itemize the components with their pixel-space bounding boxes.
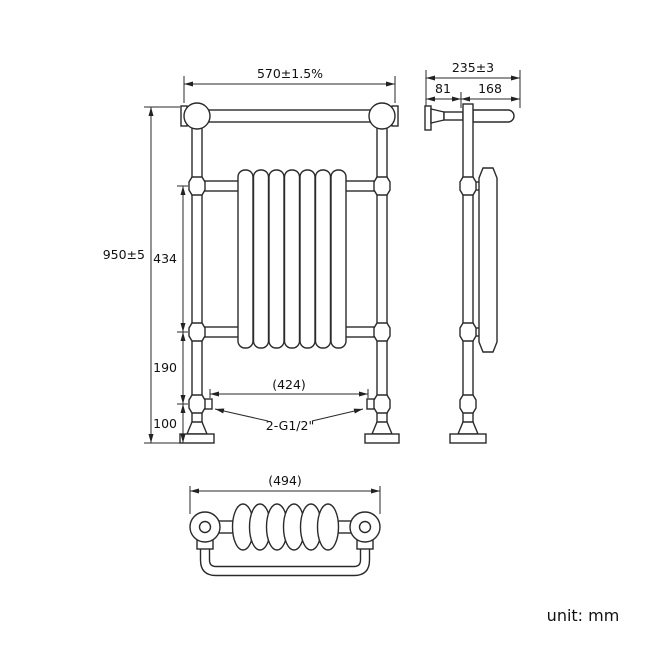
dim-depth: 235±3 <box>425 60 521 108</box>
front-view-top-rail <box>180 102 399 130</box>
front-view-collars <box>188 176 391 414</box>
side-view <box>424 103 515 444</box>
dim-top-width-label: (494) <box>268 473 302 488</box>
side-view-radiator <box>472 167 498 353</box>
top-view <box>189 503 381 577</box>
dim-depth-label: 235±3 <box>452 60 494 75</box>
side-view-top-bar <box>472 109 515 123</box>
dim-radiator-height: 434 <box>153 185 188 405</box>
front-view <box>179 102 400 444</box>
dim-valve-spacing-label: (424) <box>272 377 306 392</box>
dim-width: 570±1.5% <box>183 66 396 103</box>
top-view-towel-bar-loop <box>199 536 371 577</box>
dim-radiator-height-label: 434 <box>153 251 177 266</box>
dim-lower-section-label: 190 <box>153 360 177 375</box>
dim-width-label: 570±1.5% <box>257 66 323 81</box>
top-view-dimensions: (494) <box>189 473 381 514</box>
connection-label: 2-G1/2" <box>266 418 314 433</box>
front-view-radiator <box>201 169 378 349</box>
side-view-foot <box>449 421 487 444</box>
dim-height-label: 950±5 <box>103 247 145 262</box>
front-view-dimensions: 570±1.5% 950±5 434 190 100 (424) <box>103 66 396 444</box>
dim-valve-spacing: (424) <box>209 377 369 398</box>
side-view-collars <box>459 176 477 414</box>
top-view-radiator-coil <box>231 503 340 551</box>
dim-wall-to-post: 81 <box>426 81 462 108</box>
dim-post-to-front: 168 <box>461 81 520 102</box>
side-view-post <box>462 103 474 433</box>
front-view-feet <box>179 421 400 444</box>
unit-label: unit: mm <box>547 606 620 625</box>
dim-lower-section: 190 <box>153 332 186 404</box>
connection-callout: 2-G1/2" <box>214 408 364 433</box>
dim-foot-height: 100 <box>153 404 186 443</box>
top-view-flanges <box>189 511 381 543</box>
side-view-wall-bracket <box>424 105 464 131</box>
dim-height: 950±5 <box>103 106 189 444</box>
dim-foot-height-label: 100 <box>153 416 177 431</box>
side-view-dimensions: 235±3 81 168 <box>425 60 521 108</box>
front-view-valve-stubs <box>201 398 378 410</box>
dim-top-width: (494) <box>189 473 381 514</box>
dim-wall-to-post-label: 81 <box>435 81 451 96</box>
dim-post-to-front-label: 168 <box>478 81 502 96</box>
